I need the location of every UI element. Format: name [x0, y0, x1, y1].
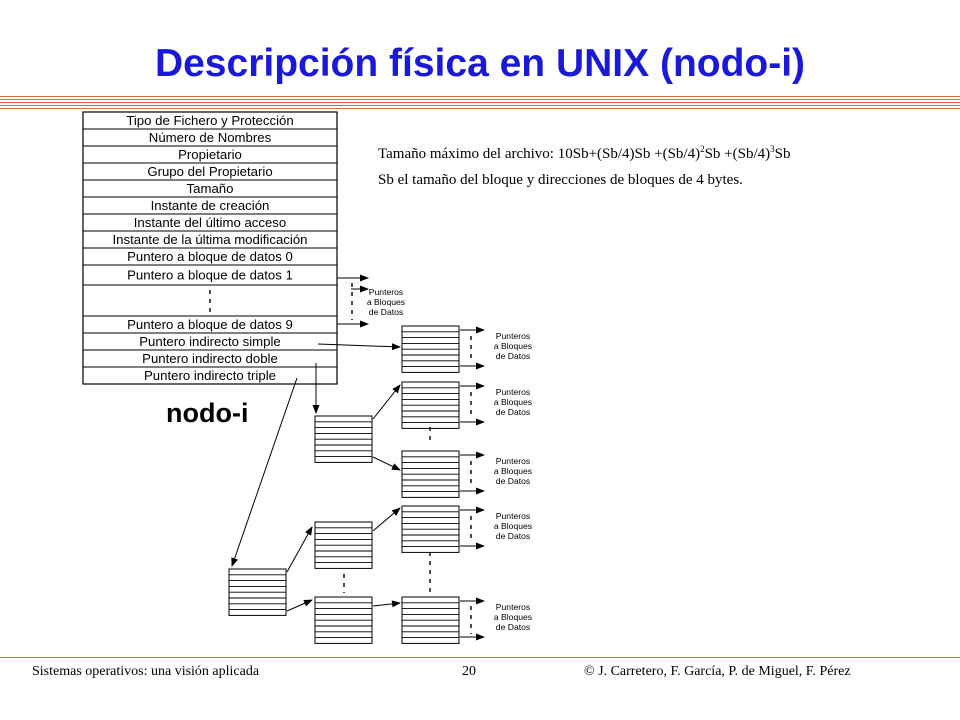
- title-divider: [0, 96, 960, 110]
- inode-caption: nodo-i: [166, 398, 249, 428]
- inode-field-label: Instante del último acceso: [134, 215, 286, 230]
- data-pointer-label: de Datos: [496, 407, 530, 417]
- inode-field-label: Puntero indirecto triple: [144, 368, 276, 383]
- formula-exponent: 3: [770, 144, 775, 154]
- pointer-arrow: [372, 384, 401, 420]
- formula-part: Sb: [774, 146, 791, 162]
- formula-exponent: 2: [700, 144, 705, 154]
- page-number: 20: [462, 664, 476, 679]
- inode-field-label: Tipo de Fichero y Protección: [126, 113, 293, 128]
- inode-field-label: Puntero a bloque de datos 9: [127, 317, 293, 332]
- data-pointer-label: a Bloques: [367, 297, 405, 307]
- data-pointer-label: Punteros: [496, 456, 530, 466]
- pointer-arrow: [372, 456, 401, 471]
- block-size-note: Sb el tamaño del bloque y direcciones de…: [378, 172, 743, 188]
- pointer-arrow: [286, 526, 313, 573]
- footer-authors: © J. Carretero, F. García, P. de Miguel,…: [584, 664, 851, 679]
- data-pointer-label: a Bloques: [494, 521, 532, 531]
- data-pointer-label: Punteros: [496, 387, 530, 397]
- pointer-arrows: [231, 274, 485, 641]
- inode-field-label: Puntero a bloque de datos 1: [127, 268, 293, 283]
- pointer-arrow: [372, 600, 401, 608]
- data-pointer-label: a Bloques: [494, 397, 532, 407]
- data-pointer-label: a Bloques: [494, 341, 532, 351]
- inode-field-label: Puntero indirecto simple: [139, 334, 280, 349]
- data-pointer-label: Punteros: [496, 331, 530, 341]
- data-pointer-label: a Bloques: [494, 466, 532, 476]
- single-indirect-arrow: [317, 343, 401, 351]
- footer-book-title: Sistemas operativos: una visión aplicada: [32, 664, 260, 679]
- data-pointer-label: de Datos: [496, 531, 530, 541]
- data-pointer-label: de Datos: [496, 476, 530, 486]
- ellipsis-dashes: [209, 283, 472, 634]
- max-file-size-formula: Tamaño máximo del archivo: 10Sb+(Sb/4)Sb…: [378, 144, 791, 163]
- data-pointer-label: de Datos: [496, 622, 530, 632]
- inode-field-label: Propietario: [178, 147, 242, 162]
- pointer-block-stacks: [228, 325, 460, 644]
- inode-field-label: Tamaño: [187, 181, 234, 196]
- inode-field-label: Puntero indirecto doble: [142, 351, 278, 366]
- data-pointer-label: Punteros: [496, 511, 530, 521]
- footer-divider: [0, 657, 960, 658]
- formula-part: Sb +(Sb/4): [704, 146, 771, 162]
- data-pointer-label: a Bloques: [494, 612, 532, 622]
- data-pointer-label: Punteros: [496, 602, 530, 612]
- inode-field-label: Instante de creación: [151, 198, 270, 213]
- slide-title: Descripción física en UNIX (nodo-i): [154, 42, 806, 85]
- triple-indirect-arrow: [231, 377, 298, 567]
- inode-field-label: Número de Nombres: [149, 130, 272, 145]
- inode-field-label: Instante de la última modificación: [113, 232, 308, 247]
- inode-field-label: Grupo del Propietario: [147, 164, 272, 179]
- formula-part: Tamaño máximo del archivo: 10Sb+(Sb/4)Sb…: [378, 146, 701, 162]
- pointer-arrow: [286, 599, 313, 612]
- pointer-arrow: [372, 507, 401, 532]
- inode-field-label: Puntero a bloque de datos 0: [127, 249, 293, 264]
- data-pointer-label: Punteros: [369, 287, 403, 297]
- data-pointer-label: de Datos: [369, 307, 403, 317]
- data-pointer-label: de Datos: [496, 351, 530, 361]
